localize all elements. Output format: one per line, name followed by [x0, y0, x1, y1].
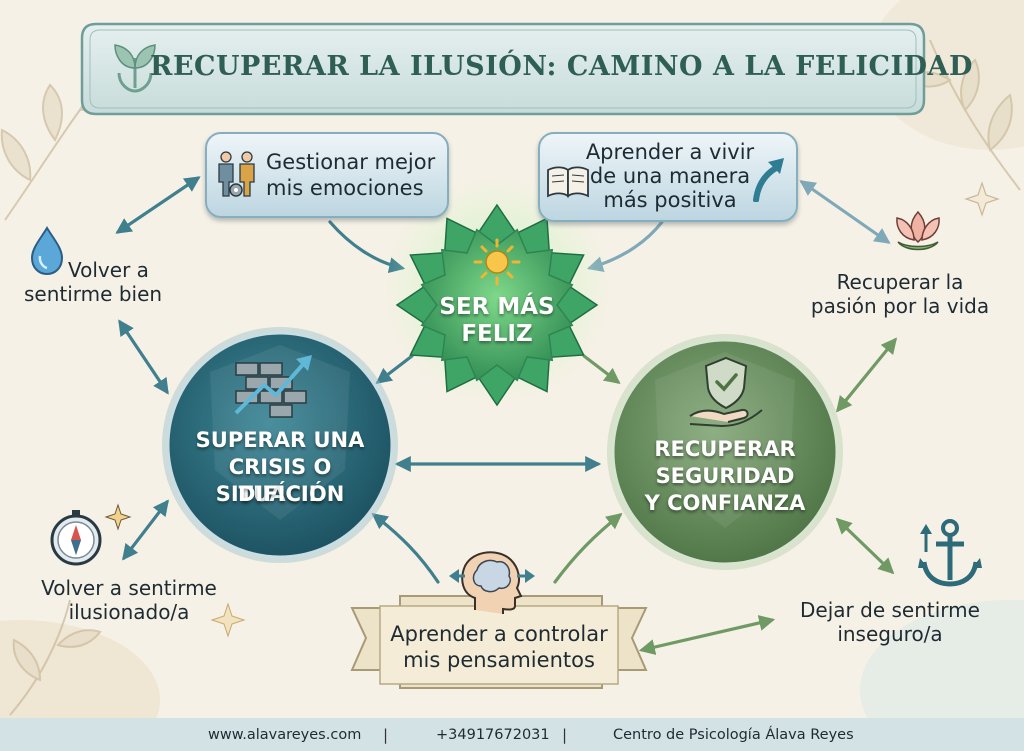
arrow-center-to-right-circle: [582, 354, 621, 384]
book-arrow-icon: [547, 166, 589, 198]
satellite-insecure-line2: inseguro/a: [837, 622, 943, 646]
water-drop-icon: [30, 226, 64, 276]
right-circle: [607, 334, 843, 570]
page-title: RECUPERAR LA ILUSIÓN: CAMINO A LA FELICI…: [150, 50, 973, 82]
satellite-excited-line2: ilusionado/a: [68, 600, 190, 624]
sparkle-bottom-left: [210, 602, 246, 638]
head-brain-icon: [449, 551, 535, 614]
arrow-bottom-to-right-circle: [553, 513, 623, 584]
arrow-bottom-to-left-circle: [371, 513, 440, 584]
title-plaque: [80, 22, 926, 116]
satellite-passion-line2: pasión por la vida: [810, 294, 990, 318]
footer-bar: [0, 718, 1024, 751]
growth-arrow-icon: [753, 158, 784, 202]
lotus-flower-icon: [896, 210, 940, 251]
box-live-positively-line2: de una manera: [589, 164, 751, 188]
arrow-feel-good-to-top-left: [115, 176, 201, 234]
bottom-banner-line2: mis pensamientos: [403, 648, 595, 672]
footer-website[interactable]: www.alavareyes.com: [208, 726, 362, 743]
arrow-insecure-to-right-circle: [835, 517, 895, 575]
left-circle-line3: DIFÍCIL: [237, 482, 322, 506]
anchor-icon: [918, 519, 982, 587]
arrow-excited-to-left-circle: [122, 499, 169, 561]
arrow-passion-to-right-circle: [835, 337, 898, 413]
satellite-feel-good-line2: sentirme bien: [24, 282, 163, 306]
footer-separator-2: |: [562, 725, 568, 744]
bottom-banner-line1: Aprender a controlar: [390, 622, 608, 646]
center-star: [382, 175, 612, 407]
sparkle-left-small: [104, 503, 132, 531]
arrow-passion-to-top-right: [799, 180, 891, 244]
right-circle-line3: Y CONFIANZA: [644, 491, 806, 515]
shield-hand-icon: [689, 356, 763, 428]
arrow-feel-good-to-left-circle: [118, 319, 169, 395]
box-live-positively-line1: Aprender a vivir: [585, 140, 755, 164]
left-circle-line2: CRISIS O SITUACIÓN: [215, 455, 345, 506]
arrows: [115, 176, 898, 655]
box-manage-emotions-line1: Gestionar mejor: [266, 150, 436, 174]
footer-center-name: Centro de Psicología Álava Reyes: [613, 726, 854, 743]
sun-icon: [473, 238, 521, 286]
satellite-insecure-line1: Dejar de sentirme: [800, 598, 980, 622]
left-circle: [162, 327, 398, 563]
right-circle-line1: RECUPERAR: [654, 437, 796, 461]
wall-growth-arrow-icon: [234, 355, 312, 418]
sparkle-top-right: [964, 181, 1000, 217]
box-manage-emotions-line2: mis emociones: [266, 176, 424, 200]
bottom-banner-panel: [379, 605, 619, 685]
leaf-branch-bottom-left: [9, 599, 102, 716]
arrow-bottom-to-insecure: [638, 615, 776, 655]
satellite-passion-line1: Recuperar la: [836, 270, 964, 294]
compass-icon: [50, 510, 102, 566]
people-gears-icon: [218, 151, 255, 197]
footer-separator-1: |: [383, 725, 389, 744]
leaf-sprout-icon: [114, 44, 156, 93]
left-circle-line1: SUPERAR UNA: [195, 428, 365, 452]
center-label-line2: FELIZ: [461, 321, 533, 347]
right-circle-line2: SEGURIDAD: [655, 464, 795, 488]
box-live-positively-line3: más positiva: [603, 188, 737, 212]
satellite-feel-good-line1: Volver a: [68, 258, 149, 282]
footer-phone[interactable]: +34917672031: [436, 726, 550, 743]
title-plaque-inner-border: [89, 29, 917, 109]
satellite-excited-line1: Volver a sentirme: [41, 576, 217, 600]
bg-blob-bottom-right: [860, 600, 1024, 751]
center-label-line1: SER MÁS: [439, 294, 555, 320]
